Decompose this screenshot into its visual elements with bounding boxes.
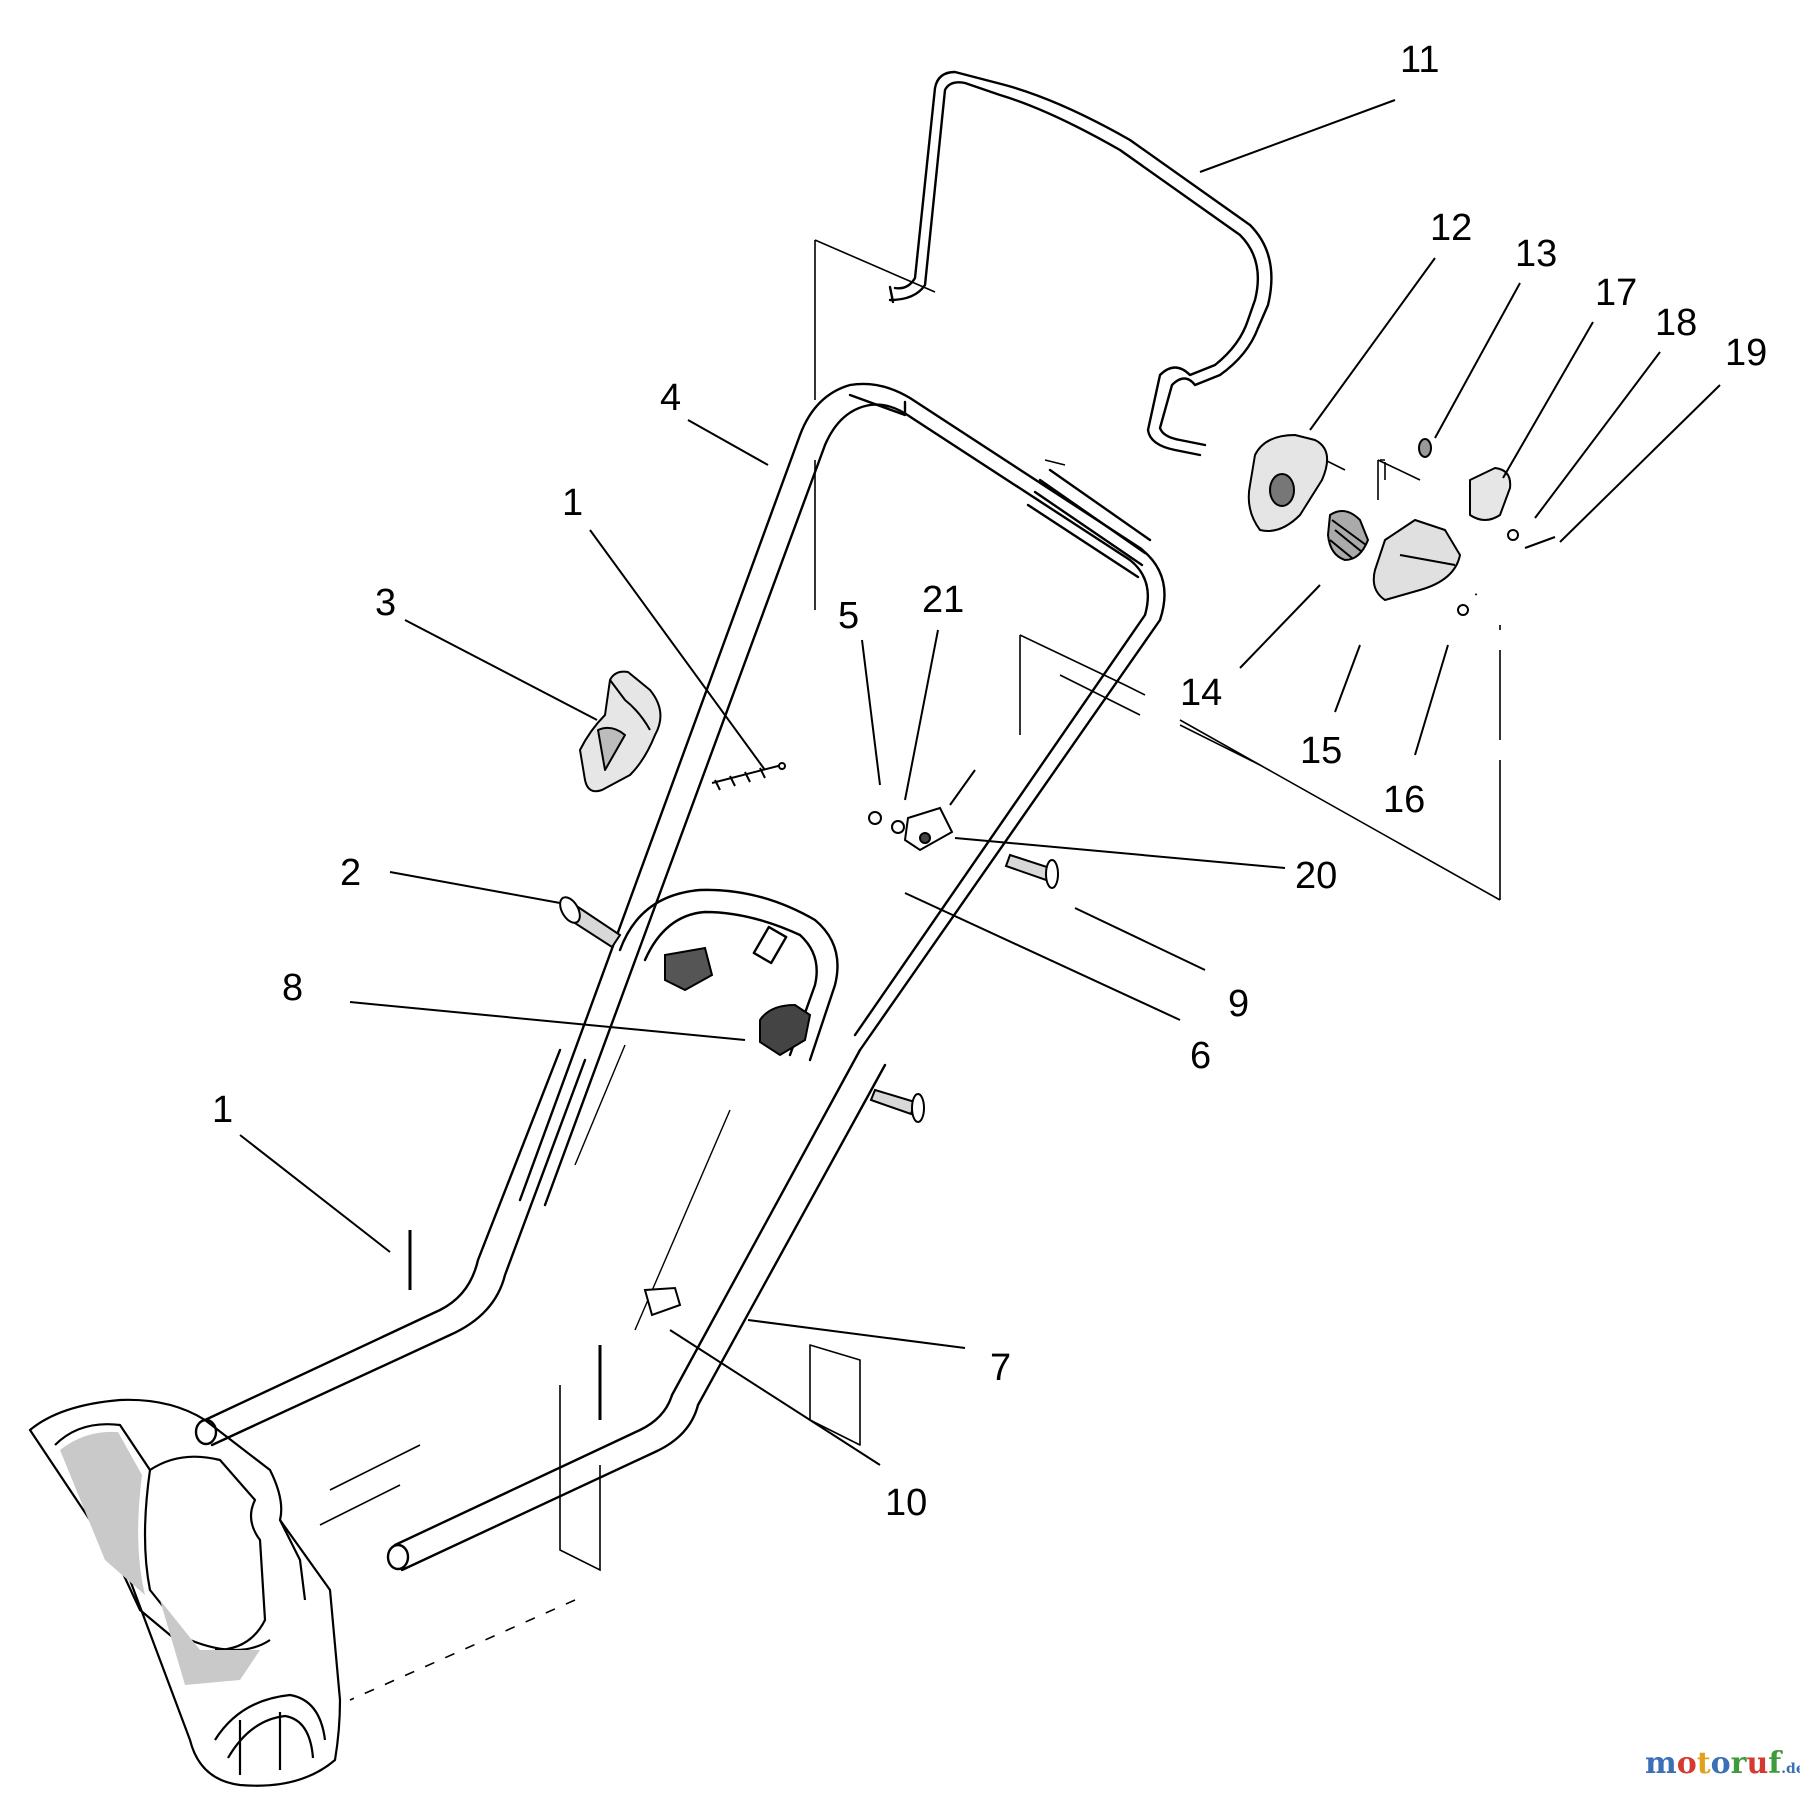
wm-letter: r (1731, 1746, 1748, 1781)
callout-8: 8 (282, 967, 303, 1009)
callout-3: 3 (375, 582, 396, 624)
callout-4: 4 (660, 377, 681, 419)
wm-letter: u (1746, 1746, 1768, 1781)
wm-letter: f (1768, 1746, 1783, 1781)
wm-letter: t (1697, 1746, 1711, 1781)
watermark-logo: motoruf.de (1645, 1746, 1800, 1781)
deck-housing (28, 1398, 342, 1787)
callout-1-upper: 1 (562, 482, 583, 524)
lower-handle (194, 888, 887, 1572)
callout-16: 16 (1383, 779, 1425, 821)
svg-text:motoruf.de: motoruf.de (1645, 1746, 1800, 1781)
leader-lines (239, 99, 1721, 1466)
callout-20: 20 (1295, 855, 1337, 897)
callout-18: 18 (1655, 302, 1697, 344)
callout-1-lower: 1 (212, 1089, 233, 1131)
upper-handle (518, 382, 1166, 1207)
callout-5: 5 (838, 595, 859, 637)
wm-letter: o (1711, 1746, 1731, 1781)
callout-6: 6 (1190, 1035, 1211, 1077)
callout-14: 14 (1180, 672, 1222, 714)
handle-knob (579, 670, 662, 793)
wm-letter: o (1677, 1746, 1697, 1781)
callout-19: 19 (1725, 332, 1767, 374)
callout-17: 17 (1595, 272, 1637, 314)
wm-suffix: .de (1781, 1761, 1800, 1777)
callout-labels: 11 12 13 17 18 19 4 1 3 5 21 14 15 16 2 … (212, 39, 1767, 1524)
callout-11: 11 (1400, 39, 1439, 81)
callout-15: 15 (1300, 730, 1342, 772)
callout-7: 7 (990, 1347, 1011, 1389)
callout-9: 9 (1228, 983, 1249, 1025)
callout-2: 2 (340, 852, 361, 894)
callout-12: 12 (1430, 207, 1472, 249)
callout-13: 13 (1515, 233, 1557, 275)
callout-10: 10 (885, 1482, 927, 1524)
deck-shading (60, 1431, 260, 1685)
hardware (408, 762, 1059, 1420)
spring-assembly (1247, 434, 1556, 616)
assembly-lines (319, 239, 1501, 1701)
callout-21: 21 (922, 579, 964, 621)
bail-bar (888, 70, 1273, 457)
wm-letter: m (1645, 1746, 1677, 1781)
